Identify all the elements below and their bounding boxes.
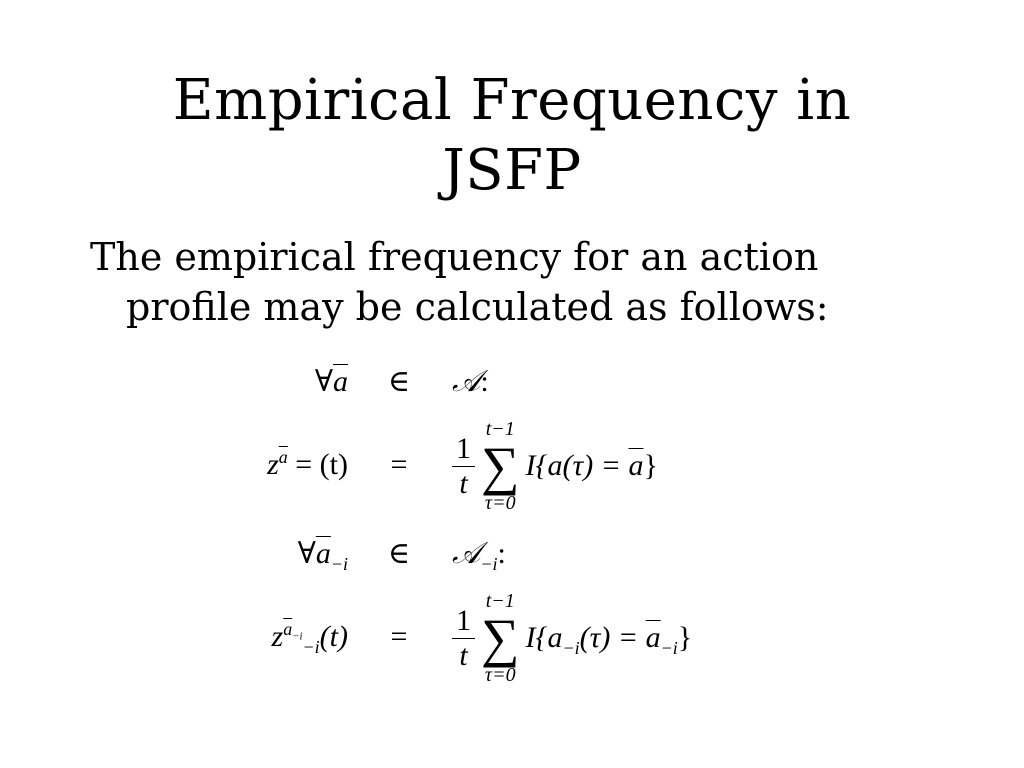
sum-lower-limit: τ=0 <box>484 492 516 514</box>
action-set: 𝒜 <box>452 536 481 571</box>
a-bar: a <box>333 365 348 398</box>
indicator-close: } <box>643 449 658 482</box>
indicator-I: I <box>525 621 536 654</box>
equation-block: ∀a ∈ 𝒜: za = (t) = 1 t t−1 ∑ τ=0 I{a(τ) … <box>0 350 1024 710</box>
row4-lhs: za−i−i(t) <box>271 619 348 657</box>
fraction-numerator: 1 <box>452 432 475 467</box>
colon: : <box>497 537 506 570</box>
indicator-subscript-2: −i <box>660 638 678 658</box>
row3-element-of: ∈ <box>387 537 411 570</box>
indicator-open: {a(τ) = <box>535 449 629 482</box>
z-superscript-subscript: −i <box>292 630 303 643</box>
slide-body-text: The empirical frequency for an action pr… <box>90 232 950 332</box>
row2-lhs: za = (t) <box>267 448 348 482</box>
row2-fraction: 1 t <box>452 432 475 501</box>
row1-element-of: ∈ <box>387 365 411 398</box>
colon: : <box>480 365 489 398</box>
forall-symbol: ∀ <box>314 365 333 398</box>
row2-lhs-rest: = (t) <box>287 448 348 481</box>
fraction-denominator: t <box>459 466 468 500</box>
slide-title-line-1: Empirical Frequency in <box>172 68 852 133</box>
indicator-a-bar: a <box>645 621 661 654</box>
sigma-symbol: ∑ <box>481 436 520 496</box>
slide-title: Empirical Frequency in JSFP <box>0 66 1024 206</box>
sum-upper-limit: t−1 <box>485 590 515 612</box>
slide-title-line-2: JSFP <box>442 138 582 203</box>
sum-lower-limit: τ=0 <box>484 664 516 686</box>
row1-rhs: 𝒜: <box>452 364 489 399</box>
row3-rhs: 𝒜−i: <box>452 536 506 574</box>
row2-equals: = <box>390 448 408 481</box>
fraction-numerator: 1 <box>452 604 475 639</box>
fraction-denominator: t <box>459 638 468 672</box>
sum-upper-limit: t−1 <box>485 418 515 440</box>
body-line-1: The empirical frequency for an action <box>90 235 819 279</box>
z-superscript: a−i <box>283 619 302 642</box>
body-line-2: profile may be calculated as follows: <box>126 285 829 329</box>
row4-lhs-rest: (t) <box>319 620 348 653</box>
row4-rhs: 1 t t−1 ∑ τ=0 I{a−i(τ) = a−i} <box>452 590 692 686</box>
indicator-I: I <box>525 449 536 482</box>
minus-i-subscript: −i <box>480 554 498 574</box>
row2-rhs: 1 t t−1 ∑ τ=0 I{a(τ) = a} <box>452 418 658 514</box>
indicator-open: {a <box>535 621 563 654</box>
row4-equals: = <box>390 620 408 653</box>
indicator-subscript-1: −i <box>562 638 580 658</box>
a-bar: a <box>315 537 331 570</box>
z-superscript: a <box>278 447 288 467</box>
action-set: 𝒜 <box>452 364 481 399</box>
indicator-mid: (τ) = <box>579 621 646 654</box>
z-var: z <box>271 620 284 653</box>
z-var: z <box>267 448 279 481</box>
row3-lhs: ∀a−i <box>297 536 348 574</box>
row2-summation: t−1 ∑ τ=0 <box>481 418 520 514</box>
row2-indicator: I{a(τ) = a} <box>526 449 658 483</box>
z-subscript: −i <box>302 637 320 657</box>
indicator-a-bar: a <box>628 449 644 482</box>
row4-fraction: 1 t <box>452 604 475 673</box>
row1-lhs: ∀a <box>315 364 348 399</box>
indicator-close: } <box>677 621 693 654</box>
forall-symbol: ∀ <box>297 537 316 570</box>
sigma-symbol: ∑ <box>481 608 520 668</box>
z-superscript-a-bar: a <box>283 619 293 639</box>
minus-i-subscript: −i <box>330 554 348 574</box>
row4-summation: t−1 ∑ τ=0 <box>481 590 520 686</box>
row4-indicator: I{a−i(τ) = a−i} <box>525 621 693 658</box>
